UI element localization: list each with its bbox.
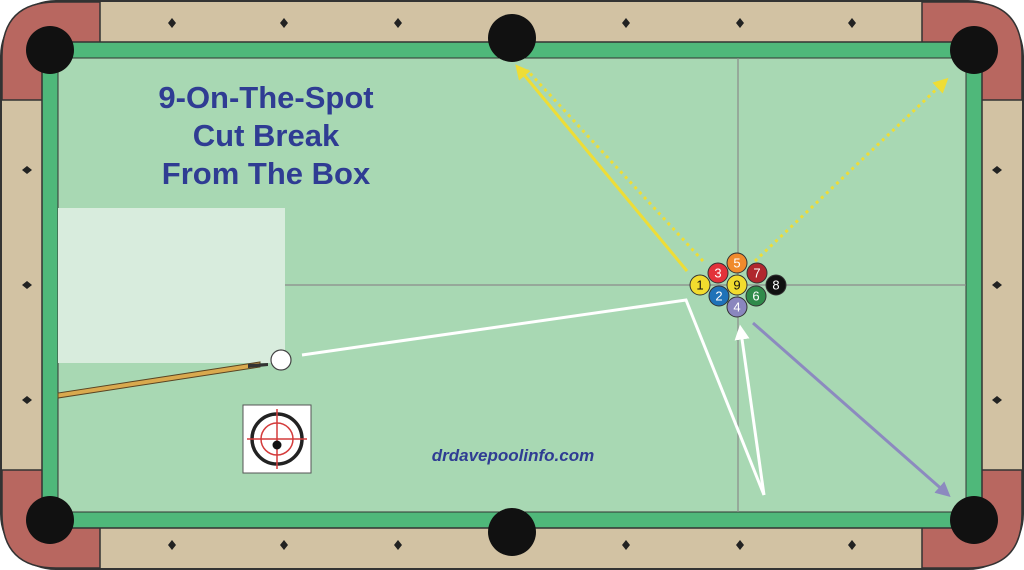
- cue-ball-return-path: [734, 324, 766, 496]
- one-ball-dotted-path: [525, 68, 705, 263]
- svg-text:9: 9: [733, 278, 740, 293]
- ball-4: 4: [726, 296, 748, 318]
- website-label: drdavepoolinfo.com: [432, 446, 594, 465]
- svg-text:5: 5: [733, 256, 740, 271]
- title-line-2: Cut Break: [193, 118, 340, 153]
- nine-ball-path: [753, 77, 949, 263]
- cue-ball: [270, 349, 292, 371]
- svg-text:6: 6: [752, 289, 759, 304]
- svg-text:3: 3: [714, 266, 721, 281]
- ball-1: 1: [689, 274, 711, 296]
- ball-2: 2: [708, 285, 730, 307]
- ball-6: 6: [745, 285, 767, 307]
- title-line-3: From The Box: [162, 156, 371, 191]
- svg-text:1: 1: [696, 278, 703, 293]
- svg-text:7: 7: [753, 266, 760, 281]
- title-line-1: 9-On-The-Spot: [158, 80, 373, 115]
- four-ball-path: [752, 321, 951, 497]
- pockets: [26, 14, 998, 556]
- cue-ball-path: [301, 298, 766, 496]
- svg-text:8: 8: [772, 278, 779, 293]
- ball-7: 7: [746, 262, 768, 284]
- cue-stick: [57, 361, 268, 399]
- ball-9: 9: [726, 274, 748, 296]
- ball-5: 5: [726, 252, 748, 274]
- ball-8: 8: [765, 274, 787, 296]
- ball-3: 3: [707, 262, 729, 284]
- break-box: [58, 208, 285, 363]
- ball-rack: 1 3 2 5 9 4 7 6: [689, 252, 787, 318]
- rail-diamonds: [22, 18, 1002, 550]
- one-ball-path: [515, 64, 689, 272]
- svg-text:4: 4: [733, 300, 740, 315]
- cue-tip-target-icon: [242, 404, 312, 474]
- svg-text:2: 2: [715, 289, 722, 304]
